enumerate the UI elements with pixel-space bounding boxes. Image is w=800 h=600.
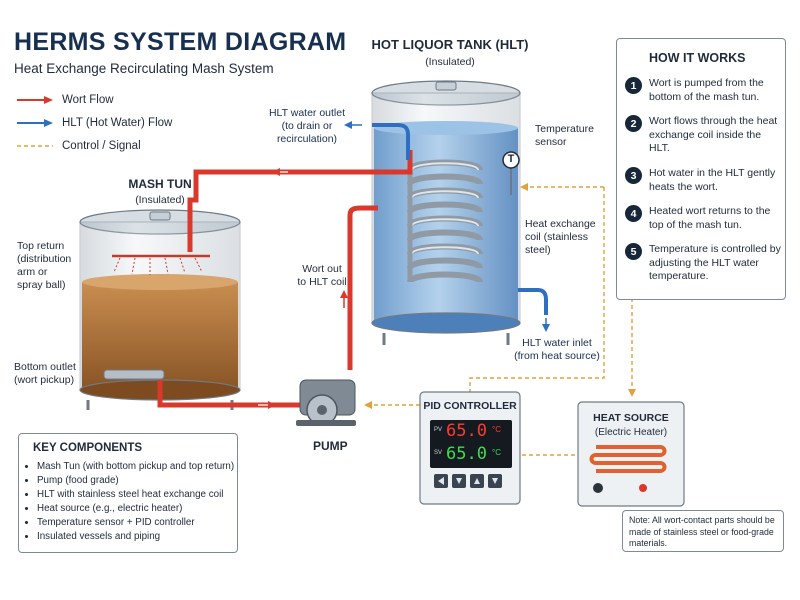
pid-title: PID CONTROLLER [423, 400, 517, 412]
hot-liquor-tank [371, 80, 521, 345]
list-item: Pump (food grade) [37, 474, 234, 488]
key-components-title: KEY COMPONENTS [33, 442, 143, 454]
list-item: Temperature sensor + PID controller [37, 516, 234, 530]
temperature-sensor-label: Temperature sensor [535, 123, 594, 148]
step-1: 1 Wort is pumped from the bottom of the … [625, 77, 783, 104]
legend-control-signal: Control / Signal [16, 140, 141, 152]
pump [296, 379, 356, 426]
step-3: 3 Hot water in the HLT gently heats the … [625, 167, 783, 194]
key-components-list: Mash Tun (with bottom pickup and top ret… [25, 460, 234, 544]
pid-pv-label: PV [434, 427, 443, 433]
diagram-subtitle: Heat Exchange Recirculating Mash System [14, 61, 274, 76]
hlt-flow-arrow-icon [17, 119, 53, 127]
hlt-inlet-pipe [518, 288, 548, 315]
legend-wort-flow: Wort Flow [16, 94, 114, 106]
pid-sv-value: 65.0 [446, 444, 487, 464]
heat-source [577, 401, 685, 507]
heat-source-subtitle: (Electric Heater) [594, 427, 668, 438]
step-number: 1 [625, 77, 642, 94]
wort-return-pipe [187, 150, 413, 252]
how-it-works-panel: HOW IT WORKS 1 Wort is pumped from the b… [616, 38, 786, 300]
hlt-inlet-label: HLT water inlet (from heat source) [514, 337, 600, 362]
step-text: Hot water in the HLT gently heats the wo… [649, 167, 776, 193]
signal-dashed-line-icon [17, 145, 53, 147]
hlt-subtitle: (Insulated) [425, 56, 475, 68]
legend-hlt-flow: HLT (Hot Water) Flow [16, 117, 172, 129]
how-it-works-title: HOW IT WORKS [649, 51, 746, 65]
legend-label: HLT (Hot Water) Flow [62, 117, 173, 129]
step-number: 3 [625, 167, 642, 184]
legend-label: Wort Flow [62, 94, 114, 106]
pid-sv-unit: °C [492, 448, 501, 457]
step-text: Wort is pumped from the bottom of the ma… [649, 77, 764, 103]
hlt-outlet-pipe [372, 123, 410, 160]
mash-tun [79, 209, 241, 410]
heat-coil-label: Heat exchange coil (stainless steel) [525, 218, 596, 256]
legend-label: Control / Signal [62, 140, 141, 152]
list-item: Mash Tun (with bottom pickup and top ret… [37, 460, 234, 474]
mash-tun-title: MASH TUN [128, 177, 192, 191]
step-text: Wort flows through the heat exchange coi… [649, 115, 778, 154]
step-number: 5 [625, 243, 642, 260]
hlt-outlet-label: HLT water outlet (to drain or recirculat… [268, 107, 346, 145]
bottom-outlet-label: Bottom outlet (wort pickup) [14, 361, 76, 386]
wort-flow-arrow-icon [17, 96, 53, 104]
pump-label: PUMP [313, 439, 348, 453]
list-item: HLT with stainless steel heat exchange c… [37, 488, 234, 502]
hlt-title: HOT LIQUOR TANK (HLT) [371, 37, 529, 52]
wort-pipe-to-hlt [347, 205, 378, 370]
list-item: Insulated vessels and piping [37, 530, 234, 544]
step-number: 4 [625, 205, 642, 222]
wort-pipe-to-pump [157, 380, 305, 408]
heat-source-title: HEAT SOURCE [593, 412, 669, 424]
list-item: Heat source (e.g., electric heater) [37, 502, 234, 516]
wort-out-label: Wort out to HLT coil [297, 263, 347, 288]
step-number: 2 [625, 115, 642, 132]
key-components-panel: KEY COMPONENTS Mash Tun (with bottom pic… [18, 433, 238, 553]
pid-pv-unit: °C [492, 425, 501, 434]
mash-tun-subtitle: (Insulated) [135, 194, 185, 206]
step-text: Temperature is controlled by adjusting t… [649, 243, 781, 282]
pid-sv-label: SV [434, 450, 443, 456]
step-text: Heated wort returns to the top of the ma… [649, 205, 771, 231]
step-5: 5 Temperature is controlled by adjusting… [625, 243, 783, 284]
step-2: 2 Wort flows through the heat exchange c… [625, 115, 783, 156]
pid-pv-value: 65.0 [446, 421, 487, 441]
diagram-title: HERMS SYSTEM DIAGRAM [14, 28, 347, 56]
temperature-sensor-glyph: T [507, 153, 515, 165]
pid-controller [419, 391, 521, 505]
control-signal-lines [364, 183, 636, 456]
temperature-sensor [502, 151, 520, 195]
top-return-label: Top return (distribution arm or spray ba… [17, 240, 72, 291]
materials-note: Note: All wort-contact parts should be m… [622, 510, 784, 552]
step-4: 4 Heated wort returns to the top of the … [625, 205, 783, 232]
